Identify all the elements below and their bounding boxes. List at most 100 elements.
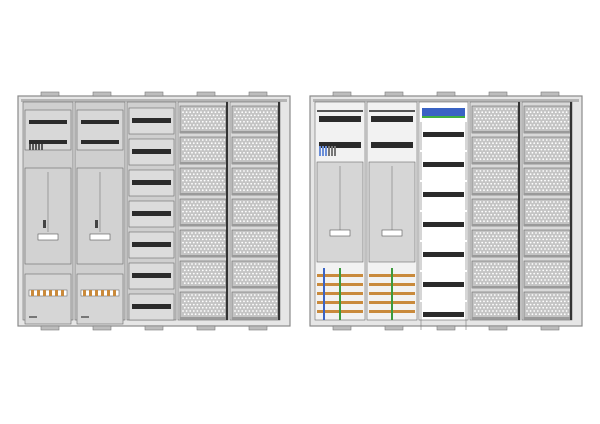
vent-hole bbox=[538, 232, 541, 234]
vent-hole bbox=[527, 263, 530, 265]
vent-hole bbox=[556, 108, 559, 110]
vent-hole bbox=[558, 217, 561, 219]
vent-hole bbox=[474, 279, 476, 281]
vent-hole bbox=[185, 117, 188, 120]
vent-rail bbox=[180, 224, 226, 226]
vent-rail bbox=[524, 162, 570, 164]
vent-hole bbox=[540, 124, 543, 126]
vent-hole bbox=[271, 170, 274, 172]
vent-hole bbox=[506, 217, 509, 219]
fuse bbox=[41, 144, 43, 150]
vent-hole bbox=[210, 148, 213, 151]
vent-hole bbox=[551, 241, 554, 244]
vent-hole bbox=[547, 111, 550, 114]
vent-hole bbox=[198, 176, 201, 179]
vent-hole bbox=[271, 151, 274, 154]
vent-hole bbox=[196, 204, 199, 207]
vent-hole bbox=[567, 244, 570, 247]
vent-hole bbox=[250, 306, 253, 309]
vent-hole bbox=[255, 173, 258, 176]
vent-hole bbox=[223, 170, 226, 172]
vent-hole bbox=[493, 139, 496, 141]
vent-hole bbox=[198, 151, 201, 154]
vent-hole bbox=[216, 269, 219, 272]
vent-hole bbox=[510, 117, 512, 120]
vent-hole bbox=[475, 263, 478, 265]
din-rail-icon bbox=[423, 222, 464, 227]
vent-hole bbox=[508, 282, 511, 285]
vent-hole bbox=[203, 241, 206, 244]
vent-hole bbox=[252, 272, 254, 275]
vent-hole bbox=[515, 220, 518, 223]
vent-hole bbox=[504, 244, 507, 247]
vent-rail bbox=[232, 193, 278, 195]
vent-hole bbox=[205, 244, 208, 247]
vent-hole bbox=[531, 108, 534, 110]
vent-hole bbox=[474, 248, 476, 250]
vent-hole bbox=[515, 108, 518, 110]
vent-hole bbox=[264, 189, 267, 192]
vent-hole bbox=[205, 232, 208, 234]
vent-hole bbox=[536, 124, 539, 126]
vent-hole bbox=[501, 251, 503, 254]
vent-hole bbox=[262, 179, 265, 182]
vent-hole bbox=[218, 303, 220, 306]
vent-hole bbox=[214, 210, 217, 213]
vent-hole bbox=[248, 297, 251, 300]
vent-hole bbox=[273, 155, 276, 157]
vent-hole bbox=[209, 251, 211, 254]
vent-hole bbox=[264, 139, 267, 141]
vent-hole bbox=[474, 266, 476, 269]
vent-hole bbox=[194, 145, 197, 148]
vent-hole bbox=[271, 176, 274, 179]
vent-hole bbox=[551, 210, 554, 213]
vent-hole bbox=[502, 235, 505, 238]
vent-hole bbox=[492, 179, 494, 182]
vent-hole bbox=[255, 124, 258, 126]
vent-hole bbox=[506, 303, 509, 306]
vent-hole bbox=[484, 142, 487, 145]
vent-hole bbox=[264, 275, 267, 278]
vent-hole bbox=[553, 300, 555, 303]
vent-hole bbox=[510, 279, 512, 281]
vent-hole bbox=[562, 279, 564, 281]
terminal bbox=[113, 290, 116, 296]
vent-hole bbox=[210, 117, 213, 120]
vent-hole bbox=[554, 297, 557, 300]
vent-hole bbox=[198, 313, 201, 316]
vent-hole bbox=[495, 124, 498, 126]
vent-hole bbox=[533, 279, 536, 281]
vent-hole bbox=[187, 108, 190, 110]
vent-hole bbox=[511, 232, 514, 234]
vent-hole bbox=[490, 294, 493, 296]
vent-hole bbox=[219, 313, 222, 316]
vent-hole bbox=[253, 213, 256, 216]
vent-hole bbox=[273, 272, 276, 275]
vent-hole bbox=[531, 158, 534, 161]
vent-hole bbox=[250, 220, 253, 223]
vent-hole bbox=[253, 151, 256, 154]
vent-hole bbox=[527, 108, 530, 110]
vent-hole bbox=[565, 148, 568, 151]
vent-hole bbox=[198, 306, 201, 309]
vent-hole bbox=[201, 275, 204, 278]
fuse bbox=[38, 144, 40, 150]
vent-hole bbox=[201, 294, 204, 296]
vent-hole bbox=[194, 108, 197, 110]
vent-hole bbox=[243, 238, 245, 241]
vent-hole bbox=[261, 145, 263, 148]
vent-hole bbox=[185, 148, 188, 151]
vent-hole bbox=[200, 310, 202, 312]
vent-hole bbox=[209, 127, 211, 130]
vent-hole bbox=[562, 266, 564, 269]
vent-hole bbox=[271, 182, 274, 185]
vent-hole bbox=[551, 310, 554, 312]
vent-hole bbox=[533, 310, 536, 312]
vent-hole bbox=[214, 272, 217, 275]
vent-hole bbox=[266, 303, 269, 306]
vent-hole bbox=[235, 232, 238, 234]
vent-hole bbox=[257, 120, 260, 123]
vent-hole bbox=[556, 300, 559, 303]
vent-hole bbox=[183, 313, 186, 316]
